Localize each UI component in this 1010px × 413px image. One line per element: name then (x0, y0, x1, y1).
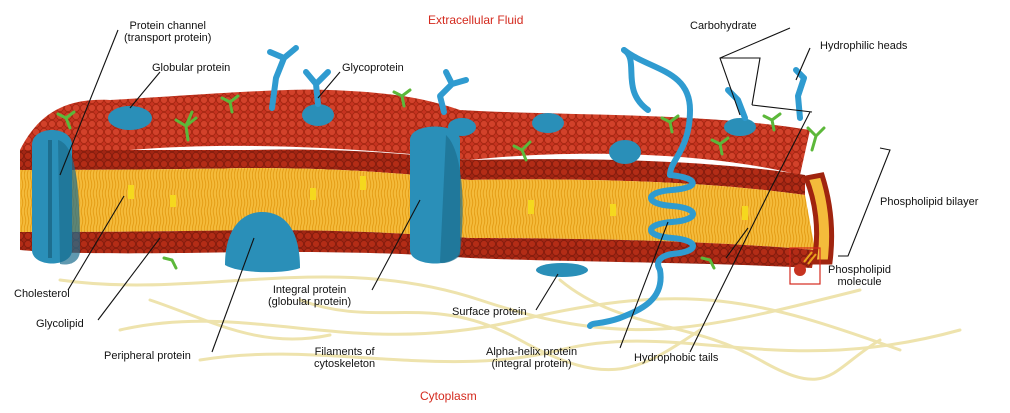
integral-protein-label: Integral protein (globular protein) (268, 284, 351, 308)
alpha-helix-label-line1: Alpha-helix protein (486, 346, 577, 358)
cholesterol (310, 188, 316, 200)
cholesterol (742, 206, 748, 220)
integral-protein (410, 127, 463, 264)
alpha-helix-label: Alpha-helix protein (integral protein) (486, 346, 577, 370)
bilayer-label: Phospholipid bilayer (880, 196, 978, 208)
alpha-helix-label-line2: (integral protein) (486, 358, 577, 370)
cholesterol (610, 204, 616, 216)
hydrophilic-heads-label: Hydrophilic heads (820, 40, 907, 52)
glycoprotein-label: Glycoprotein (342, 62, 404, 74)
peripheral-protein-label: Peripheral protein (104, 350, 191, 362)
phospholipid-label-line2: molecule (828, 276, 891, 288)
protein-channel-label-line2: (transport protein) (124, 32, 211, 44)
integral-protein-label-line1: Integral protein (268, 284, 351, 296)
globular-protein (724, 118, 756, 136)
filaments-label-line1: Filaments of (314, 346, 375, 358)
cholesterol (360, 176, 366, 190)
carbohydrate-label: Carbohydrate (690, 20, 757, 32)
leader-line (752, 105, 812, 112)
surface-protein-label: Surface protein (452, 306, 527, 318)
integral-protein-label-line2: (globular protein) (268, 296, 351, 308)
protein-channel-label: Protein channel (transport protein) (124, 20, 211, 44)
cytoplasm-label: Cytoplasm (420, 390, 477, 402)
protein-channel-label-line1: Protein channel (124, 20, 211, 32)
cholesterol (528, 200, 534, 214)
carbohydrate (440, 72, 466, 112)
phospholipid-label-line1: Phospholipid (828, 264, 891, 276)
globular-protein-label: Globular protein (152, 62, 230, 74)
globular-protein (532, 113, 564, 133)
glycolipid (164, 258, 176, 268)
leader-line (536, 274, 558, 310)
glycolipid (808, 128, 824, 150)
surface-protein (536, 263, 588, 277)
globular-protein (302, 104, 334, 126)
globular-protein (609, 140, 641, 164)
cholesterol-label: Cholesterol (14, 288, 70, 300)
extracellular-label: Extracellular Fluid (428, 14, 523, 26)
filaments-label: Filaments of cytoskeleton (314, 346, 375, 370)
cholesterol (170, 195, 176, 207)
globular-protein (108, 106, 152, 130)
glycolipid-label: Glycolipid (36, 318, 84, 330)
leader-line (720, 28, 790, 115)
hydrophobic-tails-label: Hydrophobic tails (634, 352, 718, 364)
globular-protein (448, 118, 476, 136)
phospholipid-label: Phospholipid molecule (828, 264, 891, 288)
filaments-label-line2: cytoskeleton (314, 358, 375, 370)
cholesterol (128, 185, 134, 199)
